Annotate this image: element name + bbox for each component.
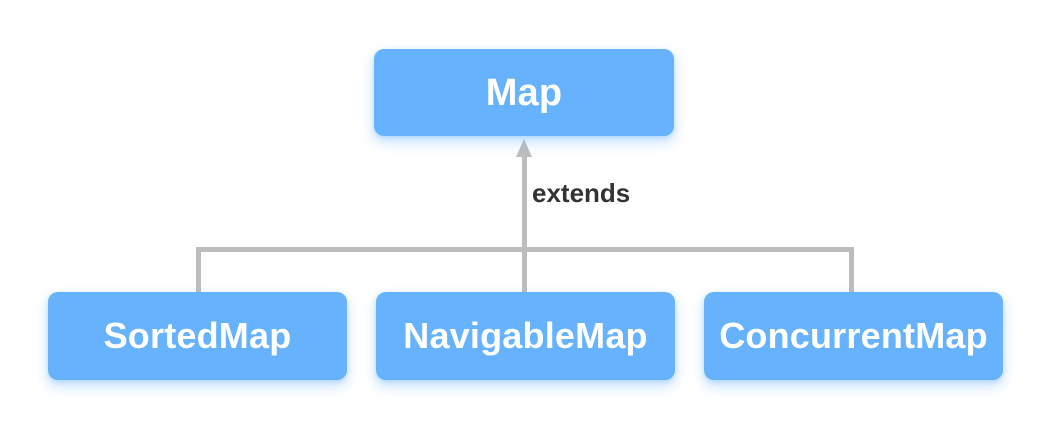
connector-drop-concurrentmap — [849, 247, 854, 294]
arrowhead-up-icon — [516, 139, 532, 157]
node-sortedmap-label: SortedMap — [103, 315, 292, 356]
connector-drop-navigablemap — [522, 249, 527, 294]
connector-vertical-to-map — [522, 156, 527, 249]
node-navigablemap-label: NavigableMap — [403, 315, 648, 356]
node-map[interactable]: Map — [374, 49, 674, 136]
node-concurrentmap-label: ConcurrentMap — [719, 315, 988, 356]
node-sortedmap[interactable]: SortedMap — [48, 292, 347, 380]
connector-drop-sortedmap — [196, 247, 201, 294]
node-navigablemap[interactable]: NavigableMap — [376, 292, 675, 380]
node-concurrentmap[interactable]: ConcurrentMap — [704, 292, 1003, 380]
edge-label-extends: extends — [532, 178, 631, 208]
node-map-label: Map — [485, 71, 563, 114]
